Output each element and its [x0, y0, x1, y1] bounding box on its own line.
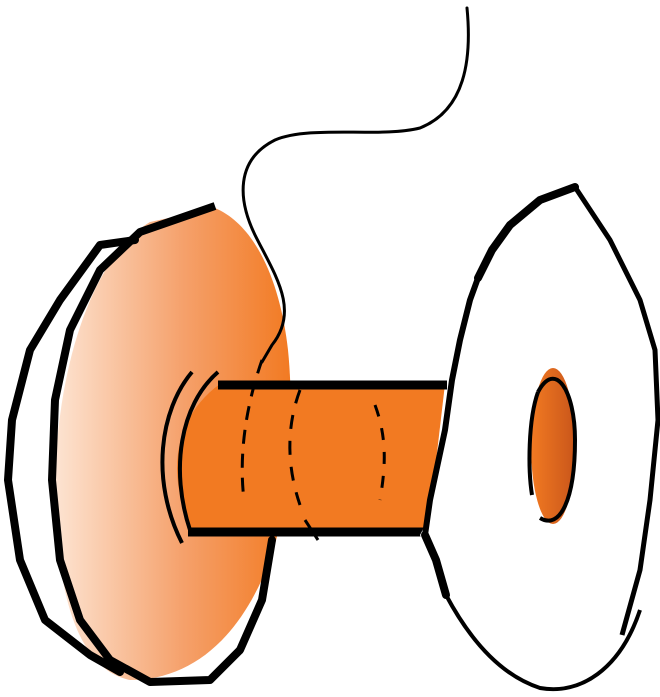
barrel-left-curve-2: [177, 370, 220, 531]
right-disc-right-rim: [572, 185, 660, 636]
right-disc-lower-rim: [421, 531, 450, 599]
right-disc-hole: [531, 368, 575, 524]
thread-wrap-4: [303, 519, 320, 541]
left-disc-inner-rim-lower: [236, 536, 276, 654]
thread-wrap-2: [288, 389, 302, 506]
left-disc-inner-rim: [48, 202, 243, 686]
right-disc-hole-left-edge: [527, 391, 540, 496]
right-disc-hole-outline: [536, 376, 578, 523]
loose-thread: [241, 6, 470, 364]
thread-wrap-1: [240, 359, 264, 501]
spool-barrel: [177, 384, 445, 530]
right-disc-left-rim: [422, 276, 481, 536]
left-disc-face: [55, 208, 291, 680]
barrel-left-curve-1: [160, 370, 194, 544]
left-disc-outer-rim: [4, 236, 139, 676]
thread-wrap-3: [373, 404, 386, 501]
right-disc-top-rim: [474, 183, 579, 282]
right-disc-bottom-rim: [444, 594, 642, 692]
